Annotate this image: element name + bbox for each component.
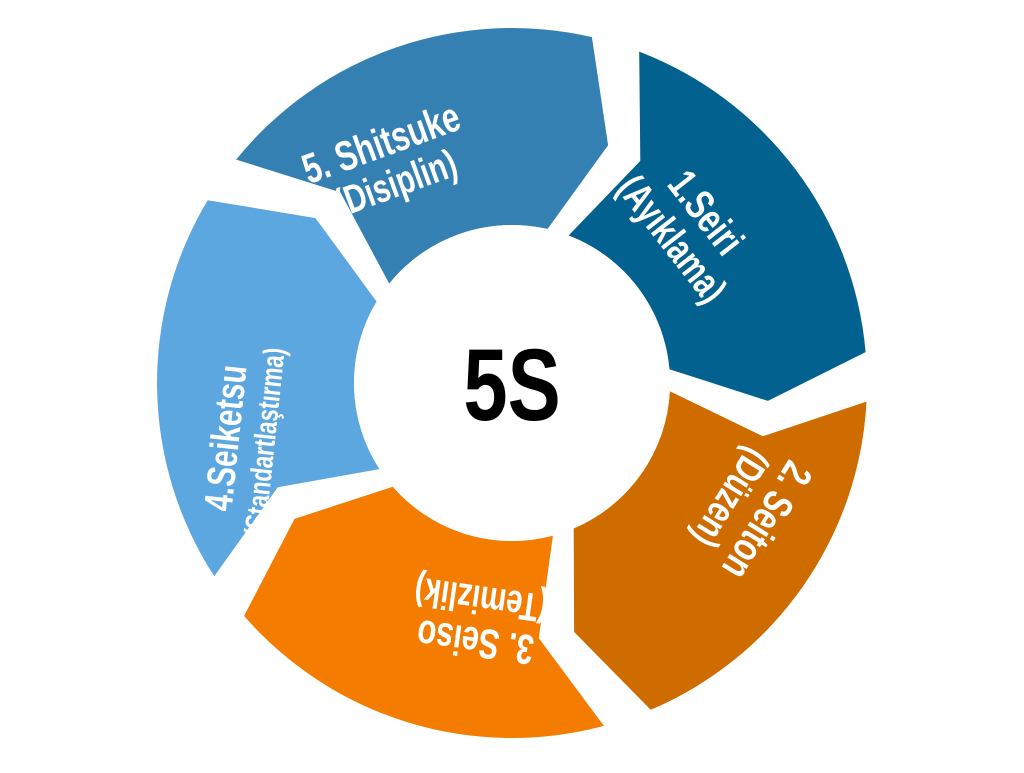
center-circle bbox=[354, 225, 670, 541]
segment-label-seiso: 3. Seiso(Temizlik) bbox=[412, 568, 551, 673]
segment-seiso bbox=[244, 486, 604, 738]
segment-seiton bbox=[573, 391, 867, 710]
segment-seiri bbox=[568, 51, 866, 401]
center-title: 5S bbox=[463, 329, 560, 443]
segment-seiketsu bbox=[157, 200, 380, 577]
segment-shitsuke bbox=[236, 27, 609, 284]
